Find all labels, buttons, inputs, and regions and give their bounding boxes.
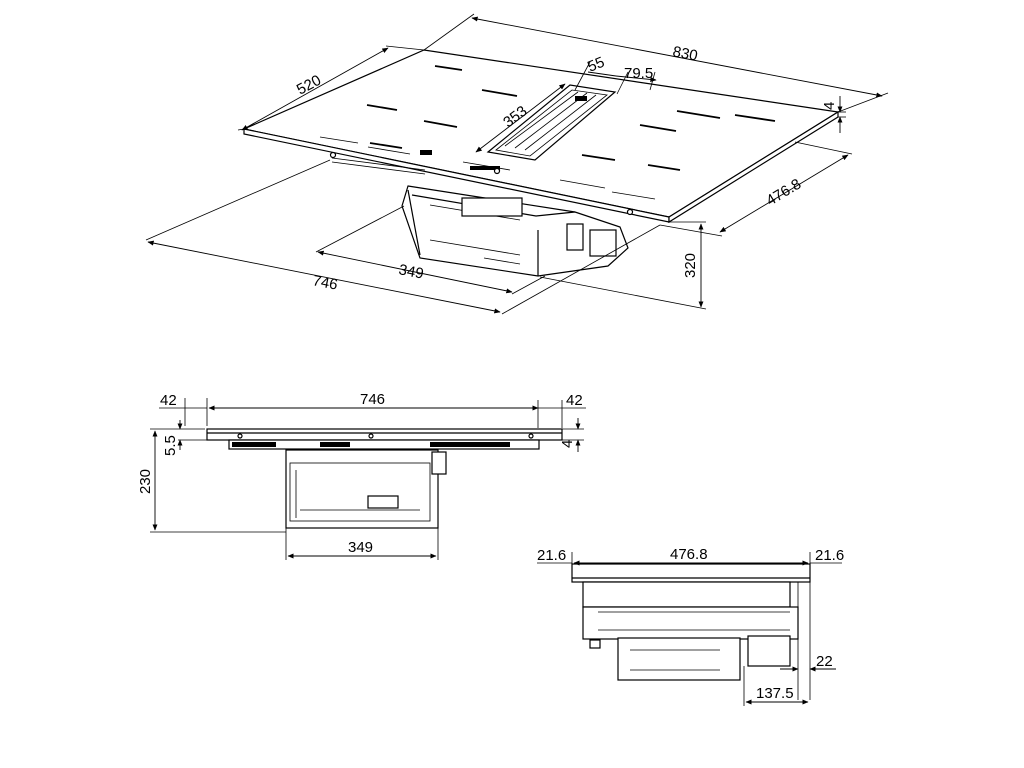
front-dim-top-5-5: 5.5	[162, 420, 228, 456]
front-view: 42 746 42 5.5 4	[137, 391, 586, 560]
front-dim-unit-349-label: 349	[348, 539, 373, 556]
front-dim-right-42-label: 42	[566, 392, 583, 409]
dim-unit-width-349: 349	[315, 205, 546, 295]
control-panel-markings	[319, 136, 656, 200]
side-dim-rear-22: 22	[780, 582, 836, 700]
side-glass	[571, 563, 811, 583]
front-dim-width-746-label: 746	[360, 391, 385, 408]
front-glass	[206, 428, 563, 441]
dim-width-830: 830	[423, 13, 889, 113]
dim-thickness-4-label: 4	[821, 102, 838, 110]
dim-slot: 55 79.5	[574, 54, 657, 95]
dim-cutout-width-746-label: 746	[311, 272, 339, 293]
front-dim-left-42: 42	[159, 392, 208, 426]
front-body-strip	[228, 439, 540, 450]
dim-slot-79-5-label: 79.5	[624, 65, 653, 82]
front-dim-left-42-label: 42	[160, 392, 177, 409]
isometric-view: 830 520 55 79.5 353	[145, 13, 889, 315]
front-dim-height-230-label: 230	[137, 469, 154, 494]
dim-unit-width-349-label: 349	[397, 261, 425, 282]
dim-height-320-label: 320	[682, 253, 699, 278]
front-dim-right-42: 42	[538, 392, 586, 428]
cooking-zone-markings-right	[581, 110, 776, 171]
side-dim-left-21-6-label: 21.6	[537, 547, 566, 564]
side-frame	[582, 581, 791, 608]
dim-slot-55-label: 55	[585, 54, 607, 76]
dim-thickness-4: 4	[821, 96, 846, 133]
side-dim-rear-137-5-label: 137.5	[756, 685, 794, 702]
front-dim-unit-349: 349	[285, 528, 439, 560]
side-view: 21.6 476.8 21.6 22 137.5	[537, 546, 844, 706]
front-motor-unit	[285, 449, 439, 529]
front-dim-width-746: 746	[208, 391, 539, 428]
side-dim-depth-476-8: 476.8	[573, 546, 811, 570]
front-vent-teeth	[232, 433, 534, 447]
side-dim-left-21-6: 21.6	[537, 547, 573, 570]
side-dim-rear-22-label: 22	[816, 653, 833, 670]
dim-height-320: 320	[539, 221, 707, 310]
dim-cutout-depth-476-8-label: 476.8	[763, 176, 804, 210]
side-dim-right-21-6-label: 21.6	[815, 547, 844, 564]
side-dim-depth-476-8-label: 476.8	[670, 546, 708, 563]
side-motor-unit	[617, 637, 741, 681]
dim-width-830-label: 830	[671, 43, 699, 64]
front-dim-glass-4: 4	[559, 418, 584, 452]
front-dim-top-5-5-label: 5.5	[162, 435, 179, 456]
side-dim-rear-137-5: 137.5	[743, 666, 809, 706]
front-dim-glass-4-label: 4	[559, 440, 576, 448]
front-dim-height-230: 230	[137, 428, 286, 533]
dim-depth-520-label: 520	[294, 72, 324, 99]
side-dim-right-21-6: 21.6	[810, 547, 844, 564]
